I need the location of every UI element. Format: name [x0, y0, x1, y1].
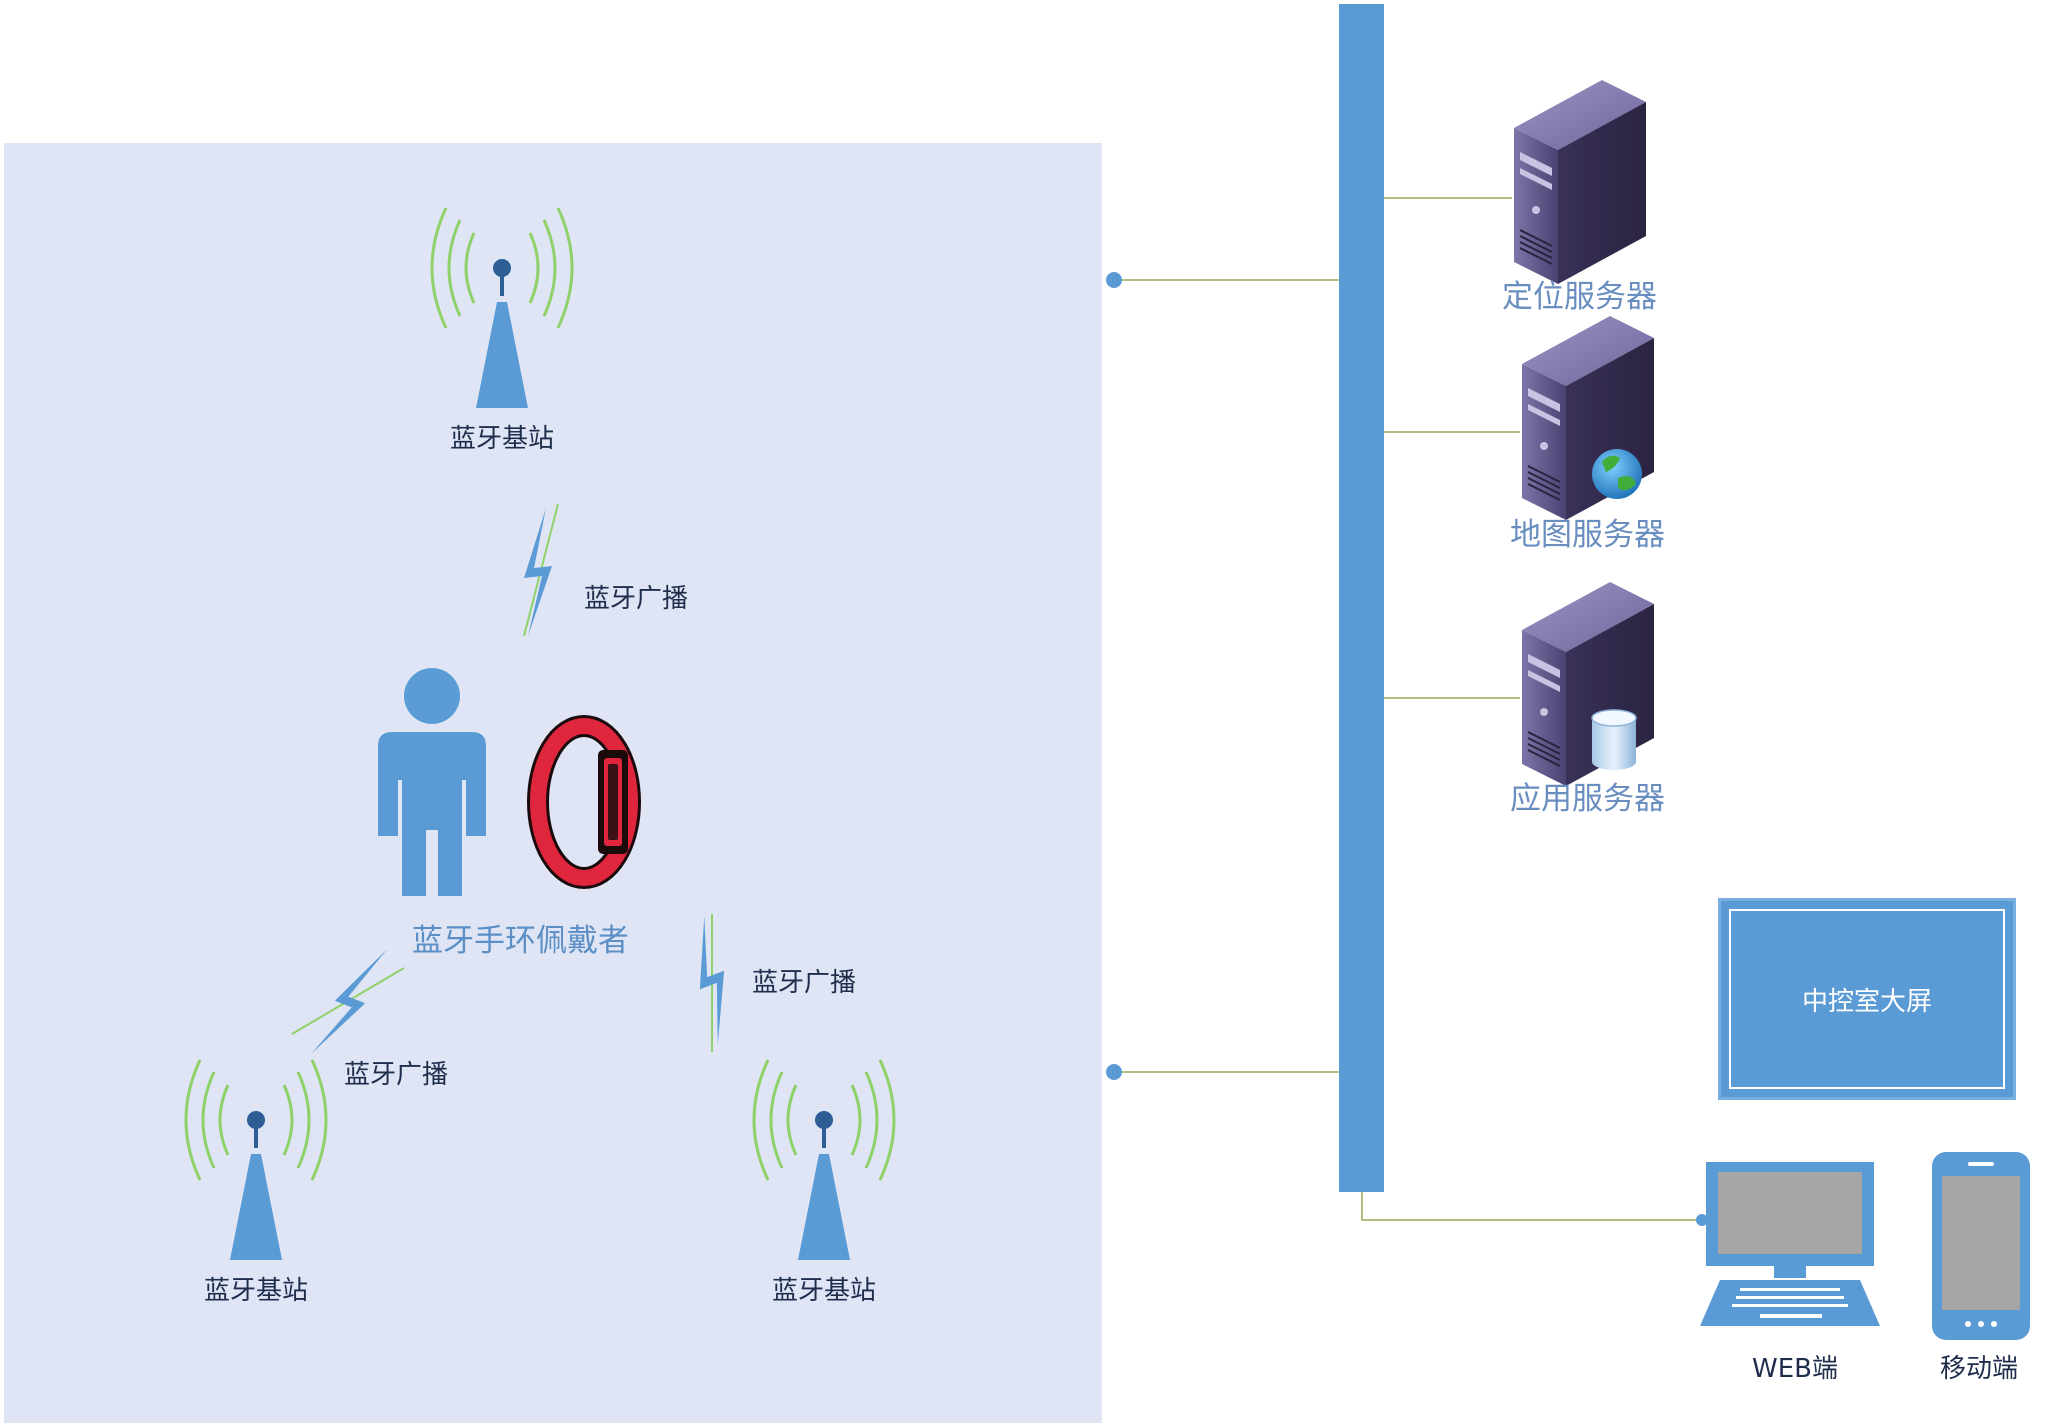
web-client-label: WEB端: [1752, 1354, 1838, 1384]
desktop-computer-icon: [1700, 1162, 1880, 1326]
control-room-screen: 中控室大屏: [1718, 898, 2016, 1100]
station-label-bottom-right: 蓝牙基站: [772, 1276, 877, 1306]
broadcast-signal-left: [291, 938, 405, 1066]
bluetooth-coverage-zone: [4, 143, 1102, 1423]
positioning-server-icon: [1513, 79, 1647, 285]
database-icon: [1591, 709, 1637, 770]
bluetooth-tower-icon: [430, 206, 574, 410]
application-server-label: 应用服务器: [1510, 781, 1665, 817]
control-room-screen-label: 中控室大屏: [1801, 986, 1932, 1017]
positioning-server-label: 定位服务器: [1502, 279, 1657, 315]
station-label-bottom-left: 蓝牙基站: [204, 1276, 309, 1306]
bluetooth-tower-icon: [752, 1058, 896, 1262]
broadcast-label-right: 蓝牙广播: [752, 968, 857, 998]
broadcast-signal-top: [523, 503, 559, 637]
bluetooth-tower-icon: [184, 1058, 328, 1262]
connection-line-clients: [1361, 1192, 1700, 1221]
connector-dot-web: [1696, 1214, 1708, 1226]
network-bus: [1339, 4, 1384, 1192]
broadcast-label-left: 蓝牙广播: [344, 1060, 449, 1090]
broadcast-label-top: 蓝牙广播: [584, 584, 689, 614]
person-icon: [378, 668, 486, 896]
connector-dot-top: [1106, 272, 1122, 288]
broadcast-signal-right: [682, 914, 742, 1052]
wearer-label: 蓝牙手环佩戴者: [412, 923, 629, 959]
mobile-client-label: 移动端: [1940, 1354, 2019, 1384]
connector-dot-bottom: [1106, 1064, 1122, 1080]
globe-icon: [1592, 449, 1642, 499]
bracelet-icon: [527, 715, 641, 889]
station-label-top: 蓝牙基站: [450, 424, 555, 454]
mobile-phone-icon: [1932, 1152, 2030, 1340]
map-server-label: 地图服务器: [1510, 517, 1665, 553]
control-room-screen-inner: 中控室大屏: [1729, 909, 2005, 1089]
